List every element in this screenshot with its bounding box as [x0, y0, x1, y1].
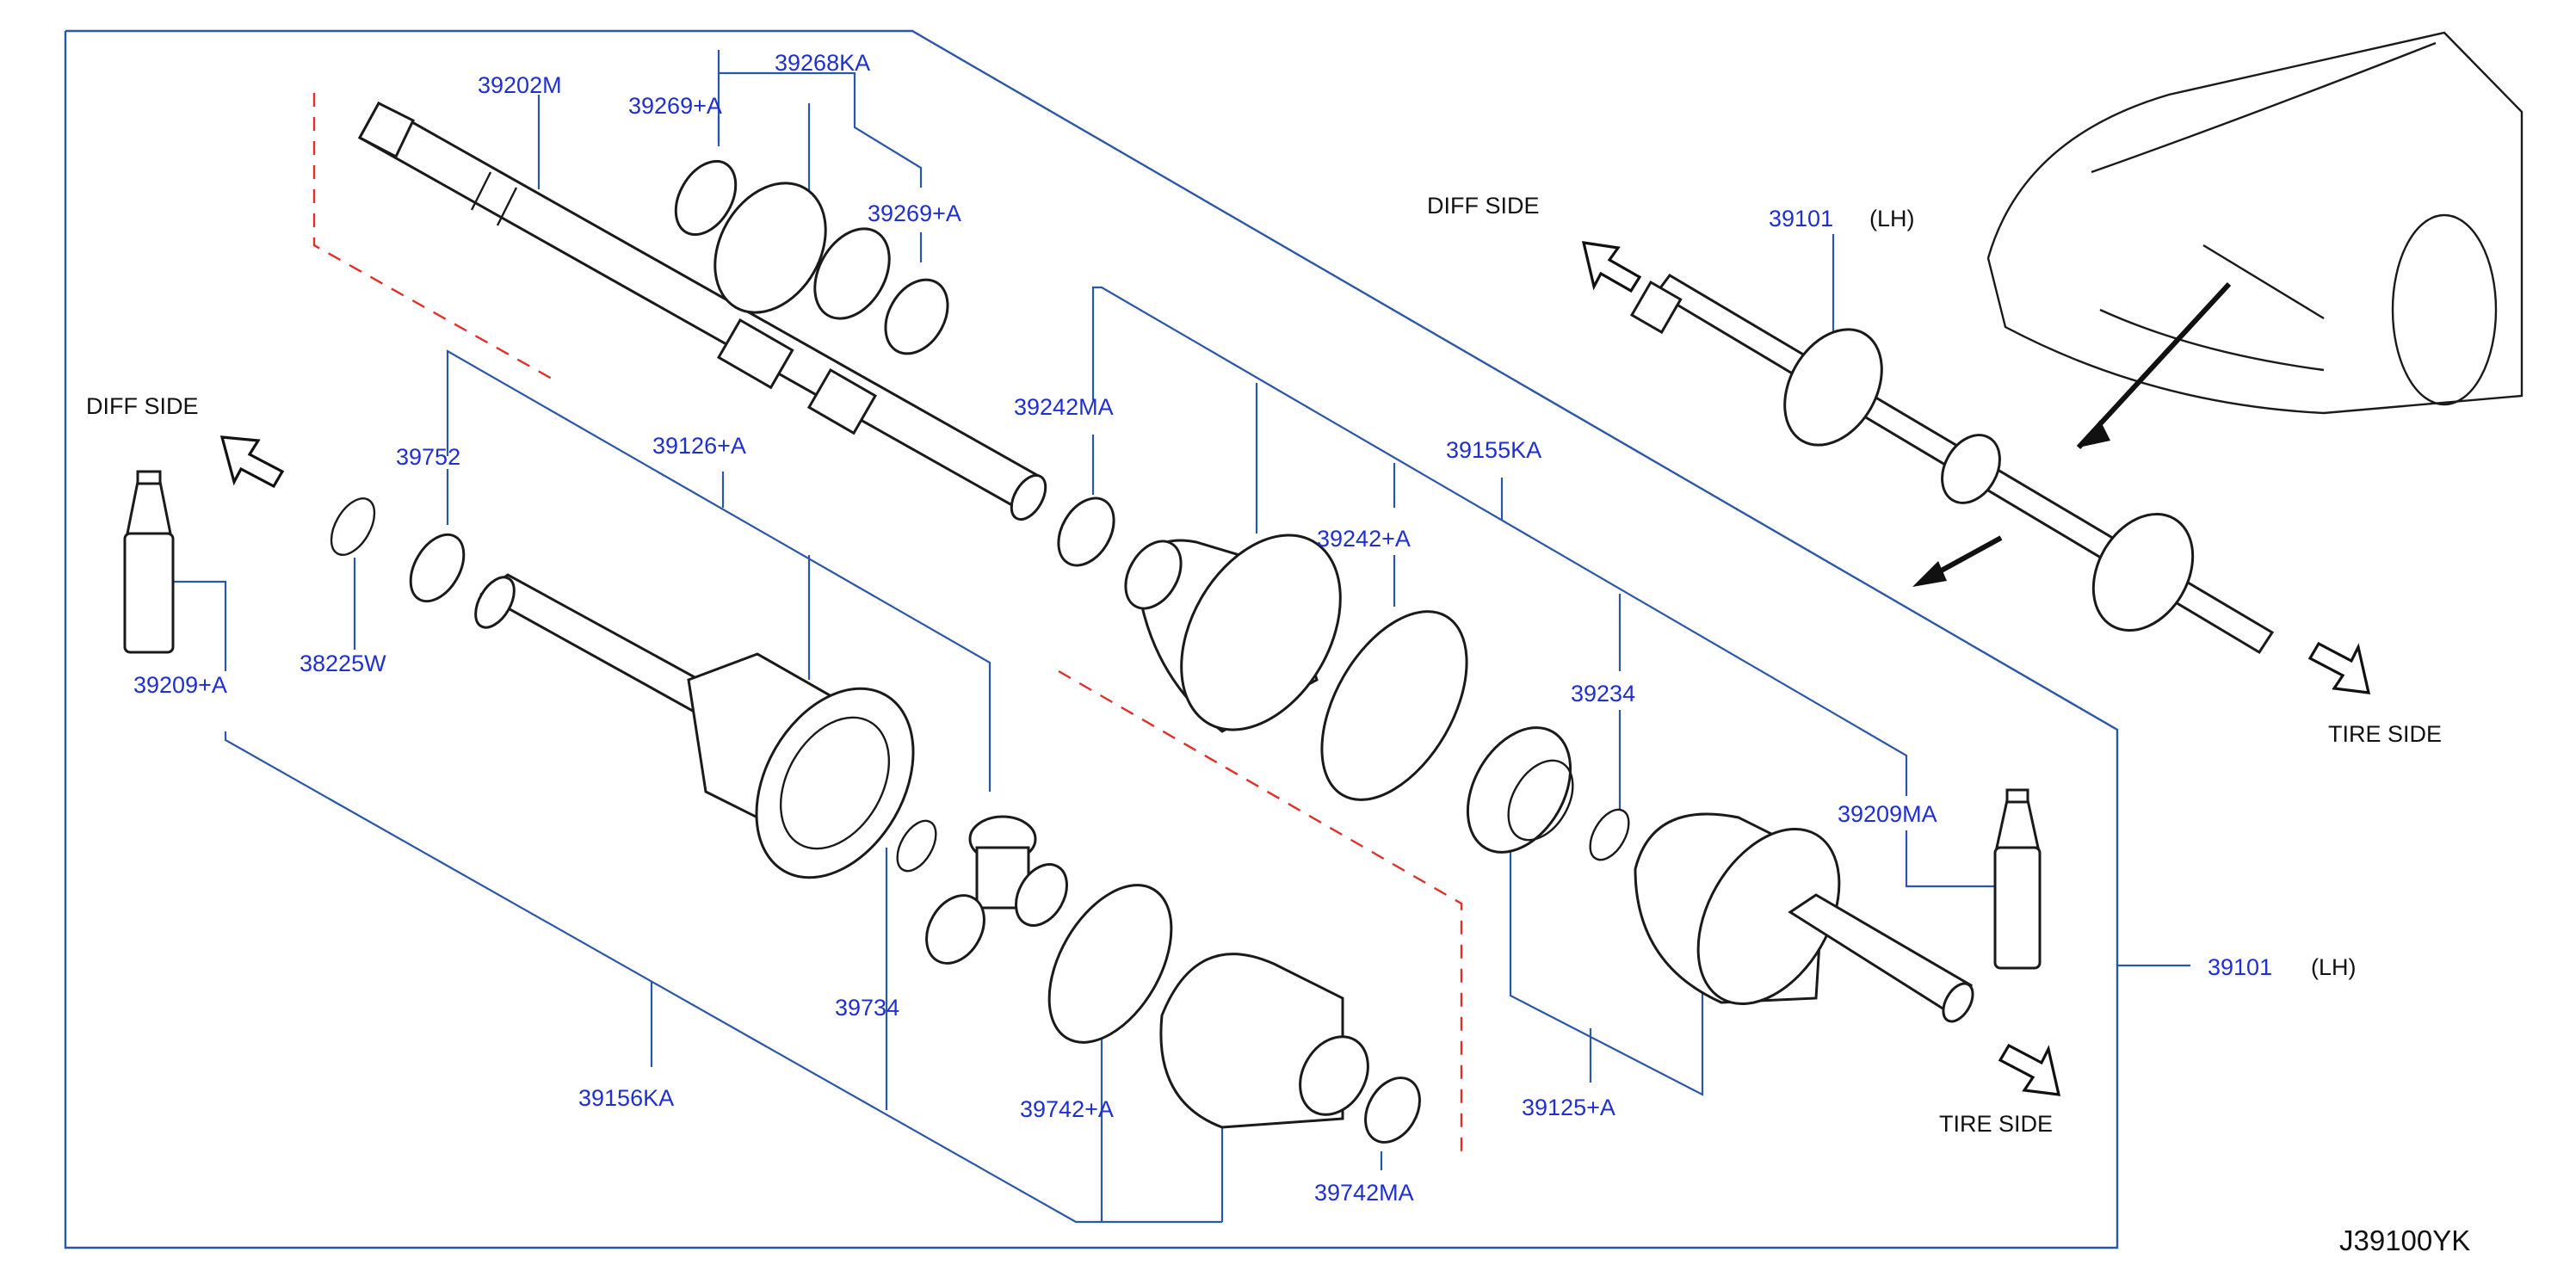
side-labels: (LH) (LH) DIFF SIDE DIFF SIDE TIRE SIDE …	[86, 193, 2442, 1137]
circlip-39752	[409, 533, 466, 603]
ball-cage	[1466, 726, 1574, 854]
complete-drive-shaft-39101	[1629, 274, 2275, 655]
boot-band-39242MA	[1057, 497, 1115, 567]
lh-label-top: (LH)	[1869, 206, 1915, 231]
boot-band-39269A-bottom	[884, 278, 949, 355]
boot-band-39269A-top	[674, 159, 738, 237]
callout-39155KA: 39155KA	[1446, 437, 1541, 463]
callout-39209MA: 39209MA	[1838, 801, 1937, 827]
vehicle-front-illustration	[1986, 31, 2523, 450]
callout-39126A: 39126+A	[652, 433, 746, 459]
callout-39742A: 39742+A	[1020, 1096, 1114, 1122]
callout-39752: 39752	[396, 444, 460, 470]
callout-39269A-top: 39269+A	[628, 93, 722, 119]
leader-lines	[168, 50, 2190, 1224]
lh-label-right: (LH)	[2311, 954, 2357, 980]
tire-side-label-bottom: TIRE SIDE	[1939, 1111, 2053, 1137]
callout-39269A-bottom: 39269+A	[868, 200, 961, 226]
callout-39209A-left: 39209+A	[133, 672, 227, 698]
callout-39268KA: 39268KA	[775, 50, 870, 76]
callout-39125A: 39125+A	[1522, 1095, 1615, 1120]
callout-39202M: 39202M	[478, 72, 562, 98]
callout-39242A: 39242+A	[1317, 526, 1411, 552]
snap-ring-39734	[896, 819, 937, 873]
callout-39156KA: 39156KA	[578, 1085, 674, 1111]
boot-39155KA	[1124, 534, 1342, 733]
diagram-code: J39100YK	[2339, 1225, 2470, 1256]
callout-38225W: 38225W	[300, 651, 386, 676]
grease-tube-right	[1993, 788, 2042, 970]
callout-39101-right: 39101	[2208, 954, 2272, 980]
callout-39242MA: 39242MA	[1014, 394, 1114, 420]
boot-band-39742A	[1047, 884, 1173, 1044]
tire-side-label-top: TIRE SIDE	[2328, 721, 2442, 747]
centerlines	[312, 93, 1463, 1151]
direction-arrow-icon	[219, 241, 2371, 1096]
assembly-frame	[64, 29, 2119, 1249]
callout-39742MA: 39742MA	[1314, 1180, 1414, 1206]
snap-ring-38225W	[330, 497, 376, 556]
boot-39268KA	[713, 182, 891, 320]
diff-side-label-left: DIFF SIDE	[86, 393, 199, 419]
inner-joint-housing-39126A	[474, 573, 915, 879]
boot-39742	[1159, 953, 1369, 1129]
boot-band-39242A	[1320, 610, 1468, 801]
grease-tube-left	[123, 470, 175, 654]
callout-39734: 39734	[835, 995, 899, 1021]
circlip-39234	[1589, 808, 1630, 861]
callout-39234: 39234	[1571, 681, 1635, 706]
outer-joint-39125A	[1634, 812, 1974, 1023]
diff-side-label-top: DIFF SIDE	[1427, 193, 1540, 219]
callout-39101-top: 39101	[1769, 206, 1833, 231]
part-number-labels: 39202M 39268KA 39269+A 39269+A 39752 391…	[133, 50, 2272, 1206]
spider-assembly	[925, 815, 1068, 965]
boot-band-39742MA	[1364, 1077, 1421, 1144]
inner-shaft-39202M	[357, 101, 1047, 521]
